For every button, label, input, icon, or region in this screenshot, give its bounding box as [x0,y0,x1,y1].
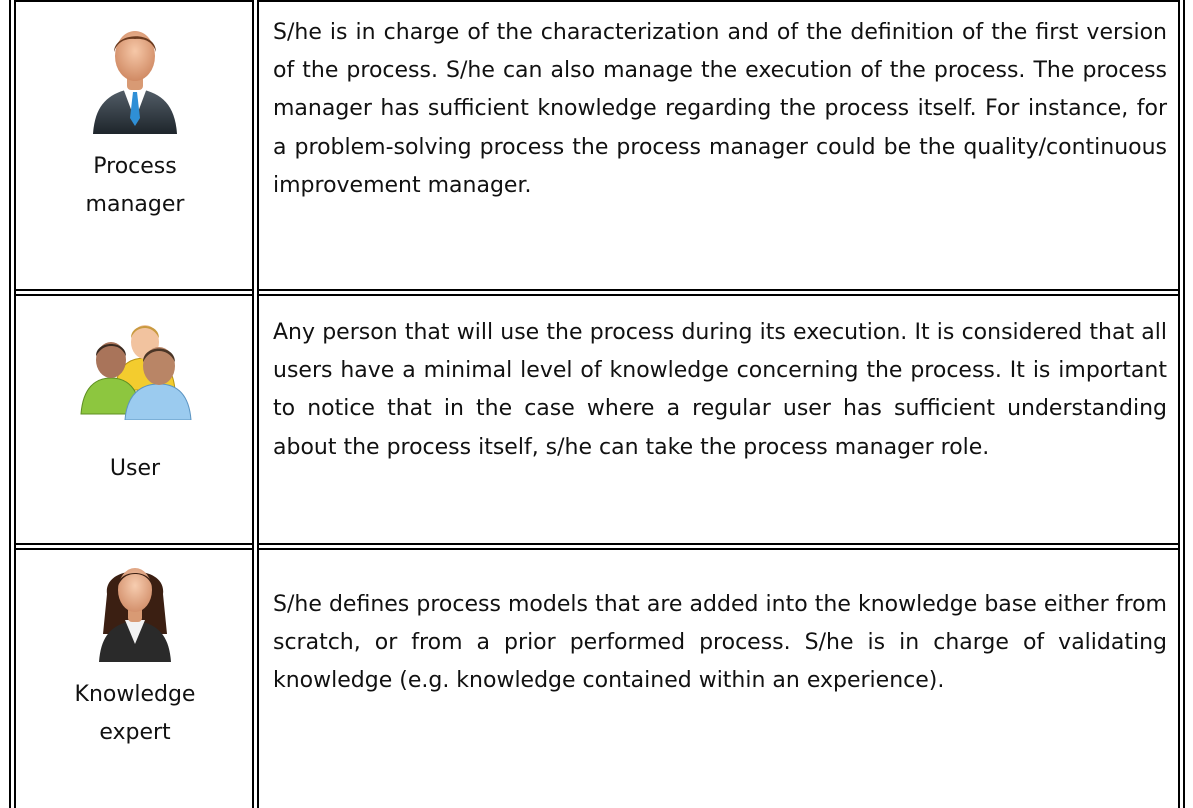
businessman-icon [93,31,177,134]
role-description-process-manager: S/he is in charge of the characterizatio… [273,20,1167,198]
role-name-line1: Knowledge [74,682,196,707]
businesswoman-icon [99,568,171,662]
role-cell-user: User [15,310,255,488]
table-border-left [9,0,16,808]
role-description-user: Any person that will use the process dur… [273,320,1167,460]
role-name-line2: manager [85,192,185,217]
role-description-knowledge-expert: S/he defines process models that are add… [273,592,1167,694]
roles-table: Process manager S/he is in charge of the… [9,0,1185,808]
role-name-line2: expert [99,720,171,745]
users-group-icon [80,325,192,420]
column-divider [252,0,259,808]
role-cell-knowledge-expert: Knowledge expert [15,554,255,752]
row-divider-1 [9,289,1185,296]
table-border-top [9,0,1185,2]
role-name-line1: Process [93,154,177,179]
row-divider-2 [9,543,1185,550]
role-cell-process-manager: Process manager [15,22,255,224]
role-name-line1: User [109,456,161,481]
table-border-right [1178,0,1185,808]
